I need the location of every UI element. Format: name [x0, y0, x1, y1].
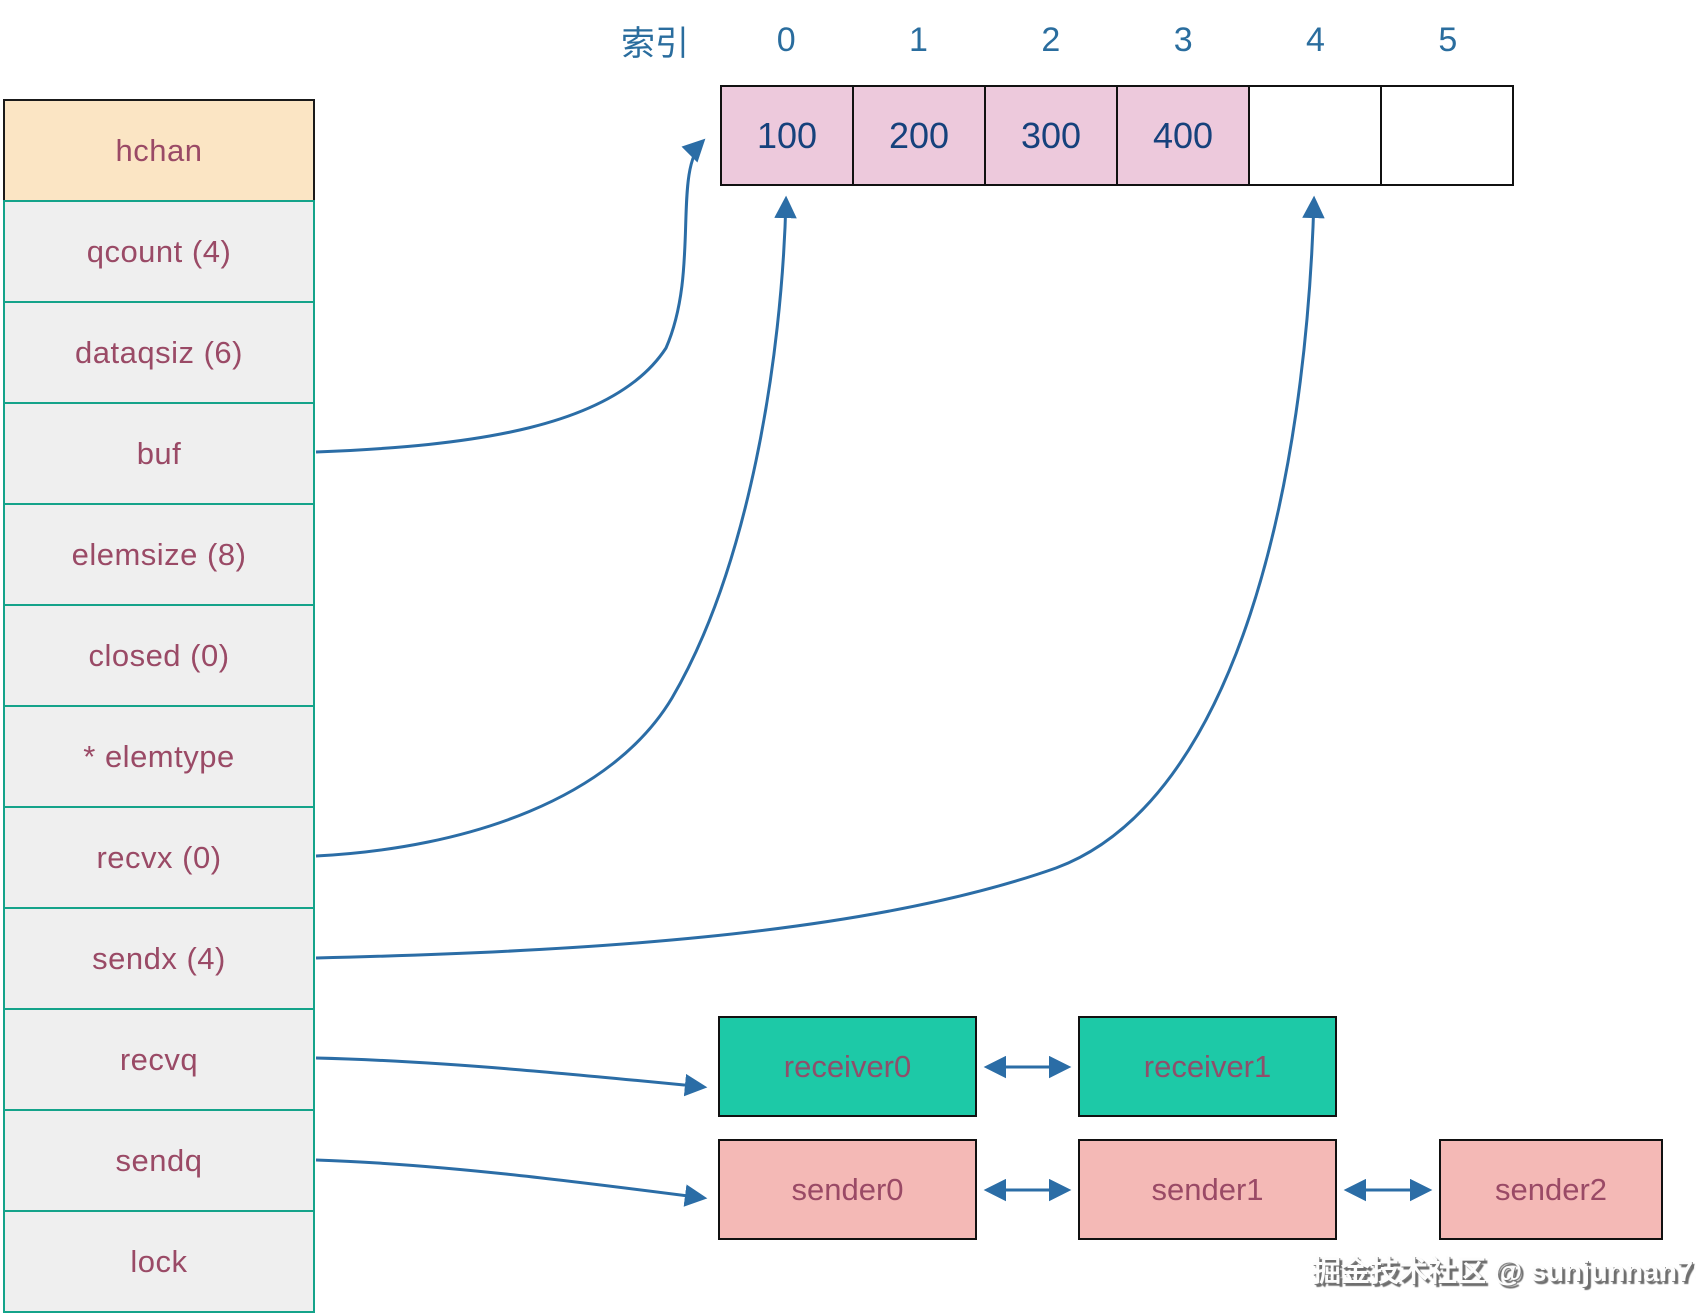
field-label: closed (0): [88, 637, 230, 673]
field-label: recvq: [119, 1041, 199, 1077]
field-label: recvx (0): [96, 839, 222, 875]
index-numbers: 0 1 2 3 4 5: [720, 16, 1514, 64]
index-title: 索引: [621, 24, 689, 63]
struct-row-qcount: qcount (4): [3, 200, 315, 303]
sender2-box: sender2: [1439, 1139, 1663, 1240]
field-label: * elemtype: [83, 738, 235, 774]
sender2-label: sender2: [1494, 1171, 1608, 1207]
watermark-text: 掘金技术社区 @ sunjunnan79: [1312, 1256, 1696, 1288]
index-5: 5: [1438, 20, 1458, 59]
struct-row-elemtype: * elemtype: [3, 705, 315, 808]
buffer-cell-0: 100: [722, 87, 854, 184]
buffer-cell-2: 300: [986, 87, 1118, 184]
field-label: sendx (4): [92, 940, 226, 976]
buffer-cell-3: 400: [1118, 87, 1250, 184]
struct-row-sendx: sendx (4): [3, 907, 315, 1010]
receiver0-label: receiver0: [783, 1048, 912, 1084]
buffer-cell-5: [1382, 87, 1512, 184]
buffer-cell-1: 200: [854, 87, 986, 184]
sender1-label: sender1: [1151, 1171, 1264, 1207]
struct-row-sendq: sendq: [3, 1109, 315, 1212]
index-3: 3: [1173, 20, 1193, 59]
sendq-arrow: [315, 1158, 708, 1207]
recvx-arrow: [315, 195, 797, 858]
index-2: 2: [1041, 20, 1061, 59]
index-0: 0: [776, 20, 796, 59]
field-label: lock: [130, 1243, 188, 1279]
struct-row-lock: lock: [3, 1210, 315, 1313]
receiver1-box: receiver1: [1078, 1016, 1337, 1117]
struct-row-hchan: hchan: [3, 99, 315, 202]
field-label: buf: [136, 435, 182, 471]
hchan-struct-table: hchan qcount (4) dataqsiz (6) buf elemsi…: [3, 99, 315, 1313]
sender1-box: sender1: [1078, 1139, 1337, 1240]
ring-buffer: 100 200 300 400: [720, 85, 1514, 186]
sendx-arrow: [315, 195, 1325, 960]
struct-title: hchan: [115, 132, 203, 168]
buf-arrow: [315, 138, 706, 454]
recvq-arrow: [315, 1056, 708, 1097]
struct-row-closed: closed (0): [3, 604, 315, 707]
receiver0-box: receiver0: [718, 1016, 977, 1117]
field-label: elemsize (8): [71, 536, 247, 572]
index-1: 1: [909, 20, 928, 59]
struct-row-elemsize: elemsize (8): [3, 503, 315, 606]
struct-row-buf: buf: [3, 402, 315, 505]
sender0-label: sender0: [791, 1171, 904, 1207]
field-label: dataqsiz (6): [75, 334, 243, 370]
buffer-cell-4: [1250, 87, 1382, 184]
struct-row-dataqsiz: dataqsiz (6): [3, 301, 315, 404]
field-label: qcount (4): [86, 233, 232, 269]
field-label: sendq: [115, 1142, 203, 1178]
index-4: 4: [1306, 20, 1325, 59]
struct-row-recvx: recvx (0): [3, 806, 315, 909]
struct-row-recvq: recvq: [3, 1008, 315, 1111]
sender0-box: sender0: [718, 1139, 977, 1240]
receiver1-label: receiver1: [1143, 1048, 1272, 1084]
